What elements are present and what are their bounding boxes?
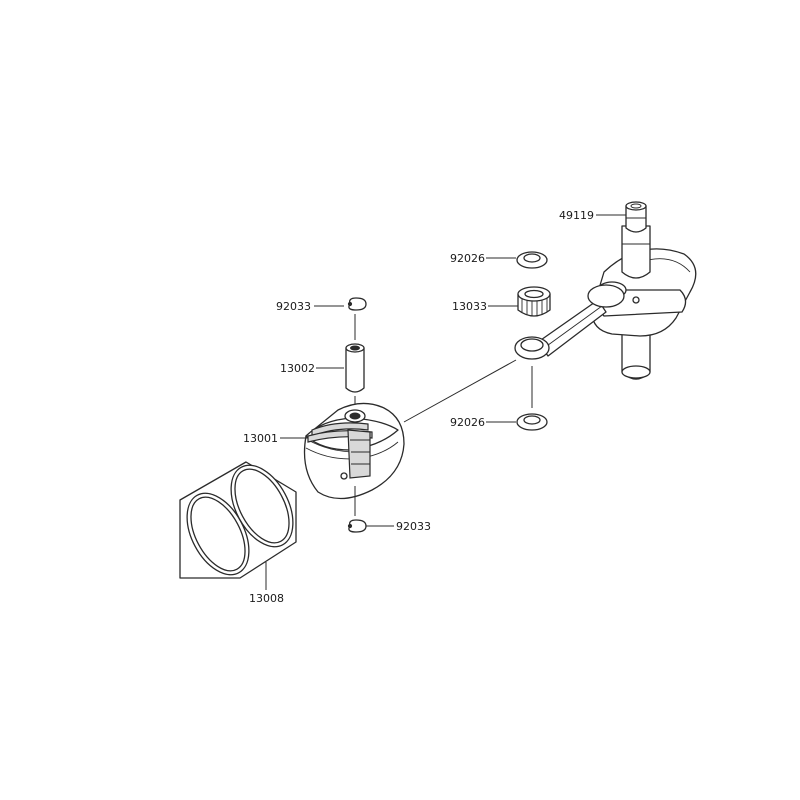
label-piston: 13001	[243, 432, 278, 445]
label-needle-bearing: 13033	[452, 300, 487, 313]
piston-rings[interactable]	[174, 455, 305, 585]
label-circlip-bottom: 92033	[396, 520, 431, 533]
piston[interactable]	[303, 402, 405, 500]
piston-pin[interactable]	[345, 343, 365, 393]
circlip-bottom[interactable]	[347, 519, 367, 533]
connecting-rod[interactable]	[514, 284, 625, 360]
label-crankshaft: 49119	[559, 209, 594, 222]
label-circlip-top: 92033	[276, 300, 311, 313]
label-piston-pin: 13002	[280, 362, 315, 375]
crankshaft[interactable]	[591, 201, 697, 380]
washer-top[interactable]	[516, 251, 548, 269]
alignment-line-rod-piston	[403, 359, 517, 423]
label-washer-bottom: 92026	[450, 416, 485, 429]
washer-bottom[interactable]	[516, 413, 548, 431]
circlip-top[interactable]	[347, 297, 367, 311]
needle-bearing[interactable]	[517, 286, 551, 317]
label-piston-rings: 13008	[249, 592, 284, 605]
label-washer-top: 92026	[450, 252, 485, 265]
